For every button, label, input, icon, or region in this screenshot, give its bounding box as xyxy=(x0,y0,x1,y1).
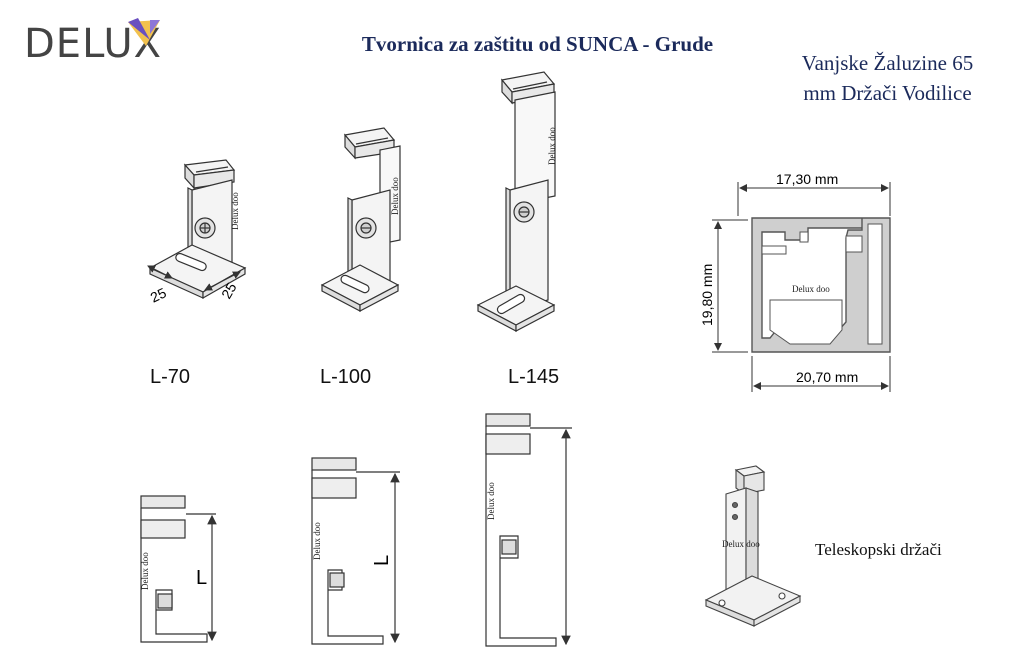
model-label-l145: L-145 xyxy=(508,366,560,388)
page-title: Tvornica za zaštitu od SUNCA - Grude xyxy=(361,32,714,56)
model-label-l100: L-100 xyxy=(320,366,372,388)
watermark-l145: Delux doo xyxy=(547,127,557,165)
telescopic-bracket-drawing xyxy=(704,465,802,627)
bracket-l145-drawing xyxy=(476,71,556,332)
telescopic-watermark: Delux doo xyxy=(722,539,760,549)
side-l100-label: L xyxy=(371,555,393,566)
profile-dimensions xyxy=(712,182,891,392)
watermark-side-l70: Delux doo xyxy=(140,552,150,590)
profile-cross-section xyxy=(751,217,891,353)
side-l70-label: L xyxy=(196,567,207,589)
side-view-l145 xyxy=(485,413,572,647)
watermark-l70: Delux doo xyxy=(230,192,240,230)
base-dim-a: 25 xyxy=(148,284,169,305)
side-view-l100 xyxy=(311,457,400,645)
profile-watermark: Delux doo xyxy=(792,284,830,294)
bracket-l70-dimensions xyxy=(147,265,241,291)
watermark-side-l145: Delux doo xyxy=(486,482,496,520)
watermark-side-l100: Delux doo xyxy=(312,522,322,560)
telescopic-label: Teleskopski držači xyxy=(815,540,942,559)
product-title: Vanjske Žaluzine 65 mm Držači Vodilice xyxy=(770,48,1005,108)
profile-top-width: 17,30 mm xyxy=(776,171,838,187)
profile-bottom-width: 20,70 mm xyxy=(796,369,858,385)
model-label-l70: L-70 xyxy=(150,366,191,388)
product-title-line1: Vanjske Žaluzine 65 xyxy=(801,51,974,75)
base-dim-b: 25 xyxy=(218,280,240,302)
side-view-l70 xyxy=(140,495,217,643)
profile-height: 19,80 mm xyxy=(699,264,715,326)
product-title-line2: mm Držači Vodilice xyxy=(803,81,972,105)
bracket-l100-drawing xyxy=(320,127,401,312)
watermark-l100: Delux doo xyxy=(390,177,400,215)
